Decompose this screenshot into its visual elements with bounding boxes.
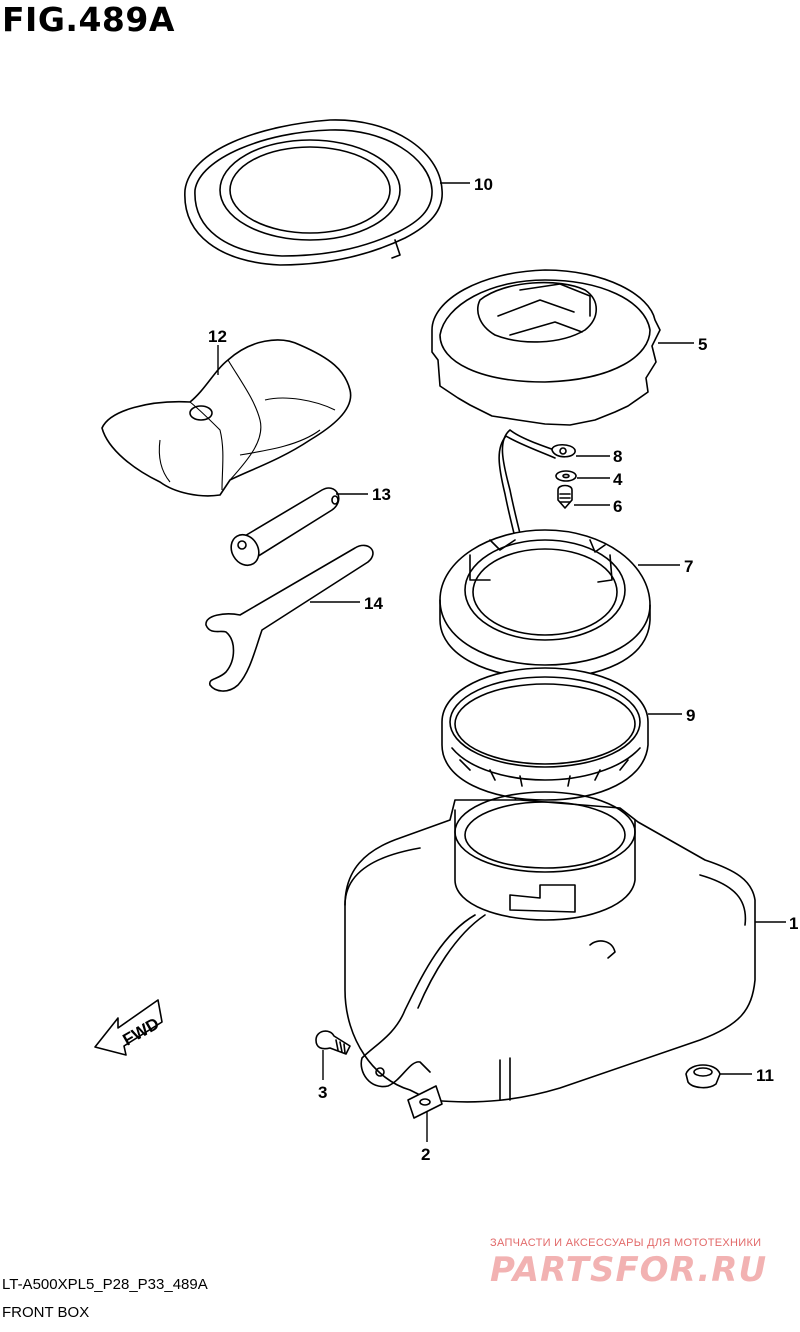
callout-11: 11	[756, 1066, 774, 1085]
callout-numbers: 10 12 5 8 4 6 13 7 14 9 1 11 3 2	[208, 175, 798, 1164]
callout-3: 3	[318, 1083, 327, 1102]
part-10-gasket-ring[interactable]	[184, 119, 443, 266]
watermark-subtitle: ЗАПЧАСТИ И АКСЕССУАРЫ ДЛЯ МОТОТЕХНИКИ	[490, 1237, 762, 1249]
part-5-cap[interactable]	[431, 269, 661, 426]
part-2-nut[interactable]	[407, 1085, 443, 1119]
part-4-washer[interactable]	[555, 470, 577, 482]
callout-2: 2	[421, 1145, 430, 1164]
part-9-ring[interactable]	[441, 667, 649, 801]
callout-5: 5	[698, 335, 707, 354]
callout-4: 4	[613, 470, 623, 489]
part-7-ring[interactable]	[439, 529, 651, 679]
callout-14: 14	[364, 594, 383, 613]
callout-6: 6	[613, 497, 622, 516]
figure-caption: FRONT BOX	[2, 1304, 90, 1321]
callout-9: 9	[686, 706, 695, 725]
part-8-strap-end[interactable]	[551, 443, 576, 458]
part-12-tool-bag[interactable]	[101, 339, 352, 497]
callout-13: 13	[372, 485, 391, 504]
leader-lines	[217, 182, 786, 1142]
callout-8: 8	[613, 447, 622, 466]
callout-10: 10	[474, 175, 493, 194]
part-11-grommet[interactable]	[685, 1064, 721, 1089]
part-1-front-box[interactable]	[344, 791, 756, 1103]
callout-1: 1	[789, 914, 798, 933]
part-6-screw[interactable]	[557, 484, 573, 509]
part-3-bolt[interactable]	[315, 1030, 351, 1055]
part-13-tool[interactable]	[226, 487, 340, 570]
callout-12: 12	[208, 327, 227, 346]
part-14-spanner[interactable]	[205, 544, 374, 692]
model-code: LT-A500XPL5_P28_P33_489A	[2, 1276, 208, 1293]
callout-7: 7	[684, 557, 693, 576]
figure-title: FIG.489A	[2, 0, 175, 39]
fwd-arrow-icon: FWD	[94, 999, 163, 1056]
watermark-brand: PARTSFOR.RU	[490, 1250, 768, 1290]
